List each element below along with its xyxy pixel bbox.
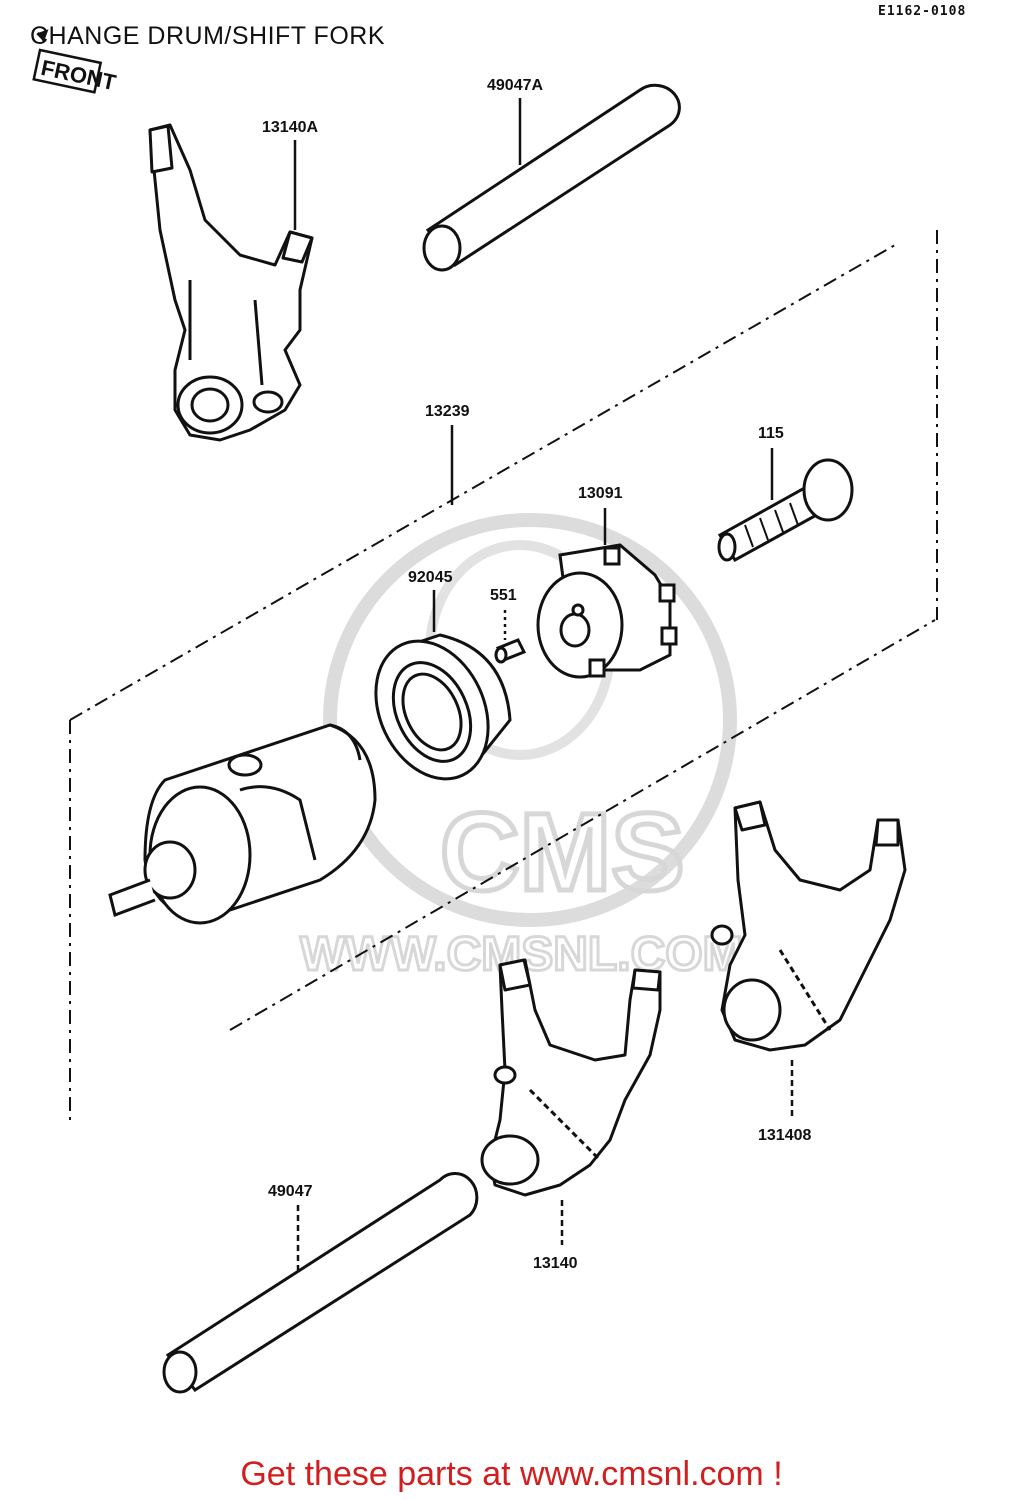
parts-diagram: CMS WWW.CMSNL.COM FRONT <box>32 29 938 1394</box>
shift-rod-49047a <box>422 83 681 272</box>
part-label-13091: 13091 <box>578 485 623 502</box>
watermark-logo: CMS <box>440 791 684 914</box>
part-label-49047a: 49047A <box>487 77 543 94</box>
shift-fork-13140 <box>480 958 662 1197</box>
shift-fork-13140a <box>148 123 314 442</box>
part-label-551: 551 <box>490 587 517 604</box>
assembly-outline <box>69 230 938 1120</box>
pin-551 <box>494 638 527 664</box>
cms-watermark: CMS WWW.CMSNL.COM <box>299 513 744 983</box>
change-drum <box>108 723 377 925</box>
front-arrow-icon: FRONT <box>32 29 119 95</box>
footer-link[interactable]: Get these parts at www.cmsnl.com ! <box>240 1455 783 1493</box>
shift-rod-49047 <box>162 1172 479 1394</box>
shift-fork-131408 <box>710 800 907 1052</box>
page-title: CHANGE DRUM/SHIFT FORK <box>30 22 385 50</box>
bearing-92045 <box>374 633 512 781</box>
part-label-13140: 13140 <box>533 1255 578 1272</box>
part-label-13239: 13239 <box>425 403 470 420</box>
part-label-49047: 49047 <box>268 1183 313 1200</box>
part-label-131408: 131408 <box>758 1127 811 1144</box>
part-label-13140a: 13140A <box>262 119 318 136</box>
part-label-115: 115 <box>758 425 784 442</box>
bolt-115 <box>717 458 854 563</box>
part-label-92045: 92045 <box>408 569 453 586</box>
diagram-code: E1162-0108 <box>878 4 967 19</box>
pin-plate-13091 <box>536 543 678 679</box>
leader-lines <box>293 98 794 1270</box>
